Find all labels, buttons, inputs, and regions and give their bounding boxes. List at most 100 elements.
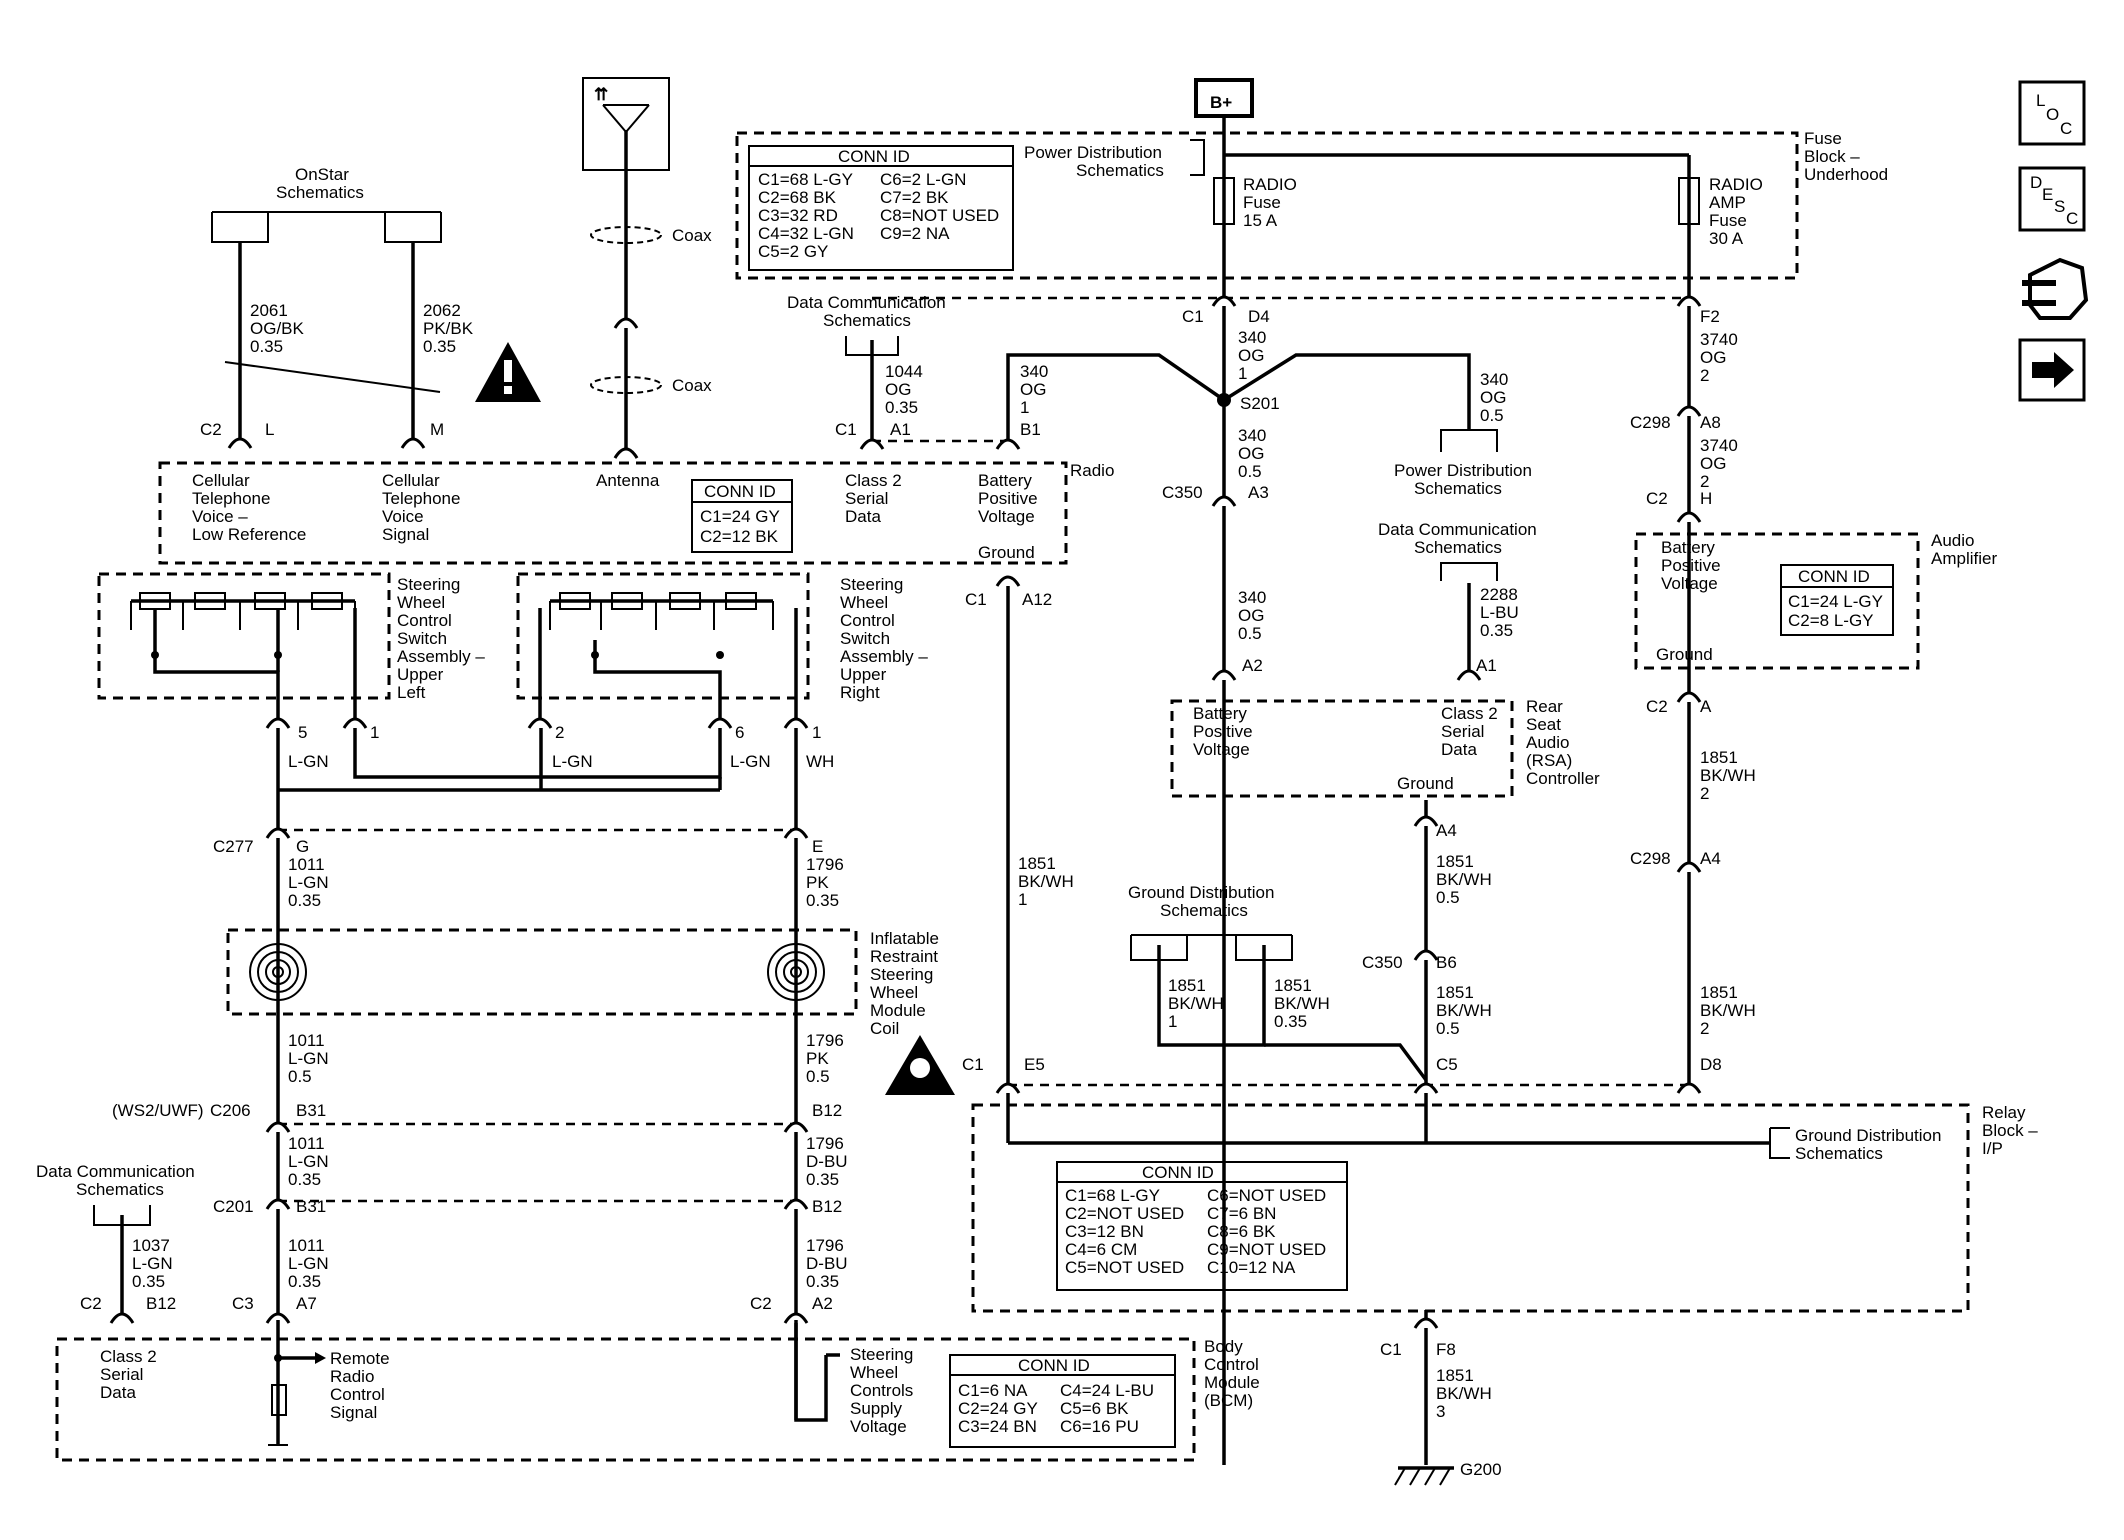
svg-text:C1: C1 xyxy=(1380,1340,1402,1359)
connector-pin-icon xyxy=(1676,691,1702,703)
connector-pin-icon xyxy=(1676,405,1702,417)
svg-text:0.35: 0.35 xyxy=(1480,621,1513,640)
svg-text:L-GN: L-GN xyxy=(730,752,771,771)
svg-text:0.5: 0.5 xyxy=(1436,888,1460,907)
svg-text:1796: 1796 xyxy=(806,1031,844,1050)
svg-text:A1: A1 xyxy=(890,420,911,439)
svg-text:WH: WH xyxy=(806,752,834,771)
svg-text:340: 340 xyxy=(1238,328,1266,347)
svg-text:Control: Control xyxy=(1204,1355,1259,1374)
svg-text:OG: OG xyxy=(885,380,911,399)
svg-text:O: O xyxy=(2046,105,2059,124)
next-arrow-icon[interactable] xyxy=(2018,338,2086,402)
svg-text:Cellular: Cellular xyxy=(382,471,440,490)
svg-text:B31: B31 xyxy=(296,1197,326,1216)
svg-text:C9=2 NA: C9=2 NA xyxy=(880,224,950,243)
svg-text:Ground Distribution: Ground Distribution xyxy=(1795,1126,1941,1145)
svg-text:1011: 1011 xyxy=(288,855,325,874)
svg-text:D-BU: D-BU xyxy=(806,1254,848,1273)
svg-text:D-BU: D-BU xyxy=(806,1152,848,1171)
svg-text:C4=24 L-BU: C4=24 L-BU xyxy=(1060,1381,1154,1400)
svg-text:15 A: 15 A xyxy=(1243,211,1278,230)
svg-text:1796: 1796 xyxy=(806,855,844,874)
svg-text:Module: Module xyxy=(870,1001,926,1020)
svg-text:A7: A7 xyxy=(296,1294,317,1313)
svg-text:C2: C2 xyxy=(200,420,222,439)
svg-text:0.35: 0.35 xyxy=(288,1170,321,1189)
relay-block-box xyxy=(971,1103,1970,1313)
svg-text:Steering: Steering xyxy=(870,965,933,984)
svg-text:3: 3 xyxy=(1436,1402,1445,1421)
svg-text:RADIO: RADIO xyxy=(1709,175,1763,194)
svg-text:C277: C277 xyxy=(213,837,254,856)
svg-text:Battery: Battery xyxy=(1193,704,1247,723)
svg-text:BK/WH: BK/WH xyxy=(1700,1001,1756,1020)
svg-text:CONN ID: CONN ID xyxy=(1018,1356,1090,1375)
connector-pin-icon xyxy=(613,447,639,459)
svg-text:G: G xyxy=(296,837,309,856)
connector-pin-icon xyxy=(1413,815,1439,827)
connector-pin-icon xyxy=(265,1121,291,1133)
svg-text:2061: 2061 xyxy=(250,301,288,320)
svg-text:Battery: Battery xyxy=(1661,538,1715,557)
svg-text:Steering: Steering xyxy=(850,1345,913,1364)
svg-text:Data Communication: Data Communication xyxy=(1378,520,1537,539)
connector-pin-icon xyxy=(1211,495,1237,507)
svg-text:CONN ID: CONN ID xyxy=(704,482,776,501)
svg-text:Control: Control xyxy=(330,1385,385,1404)
svg-text:L: L xyxy=(265,420,274,439)
svg-text:0.5: 0.5 xyxy=(1480,406,1504,425)
svg-text:Underhood: Underhood xyxy=(1804,165,1888,184)
svg-text:Class 2: Class 2 xyxy=(1441,704,1498,723)
svg-text:PK/BK: PK/BK xyxy=(423,319,474,338)
svg-text:C5: C5 xyxy=(1436,1055,1458,1074)
svg-text:0.5: 0.5 xyxy=(1238,462,1262,481)
svg-text:CONN ID: CONN ID xyxy=(838,147,910,166)
svg-text:Class 2: Class 2 xyxy=(100,1347,157,1366)
loc-icon[interactable]: L O C xyxy=(2018,80,2086,146)
battery-positive-box xyxy=(1194,78,1254,118)
svg-text:1037: 1037 xyxy=(132,1236,170,1255)
connector-pin-icon xyxy=(227,437,253,449)
ground-g200-icon xyxy=(1394,1466,1454,1486)
svg-text:340: 340 xyxy=(1480,370,1508,389)
svg-text:PK: PK xyxy=(806,1049,829,1068)
svg-text:Voltage: Voltage xyxy=(978,507,1035,526)
svg-text:0.35: 0.35 xyxy=(132,1272,165,1291)
s201-splice xyxy=(1217,393,1231,407)
svg-text:0.5: 0.5 xyxy=(288,1067,312,1086)
svg-text:C1: C1 xyxy=(835,420,857,439)
svg-text:CONN ID: CONN ID xyxy=(1798,567,1870,586)
connector-icon[interactable] xyxy=(2022,257,2089,320)
svg-text:Data Communication: Data Communication xyxy=(787,293,946,312)
svg-text:C6=NOT USED: C6=NOT USED xyxy=(1207,1186,1326,1205)
svg-text:Steering: Steering xyxy=(840,575,903,594)
connector-pin-icon xyxy=(265,1312,291,1324)
svg-text:Data Communication: Data Communication xyxy=(36,1162,195,1181)
svg-text:340: 340 xyxy=(1238,426,1266,445)
svg-text:L: L xyxy=(2036,91,2045,110)
svg-text:1851: 1851 xyxy=(1700,748,1738,767)
desc-icon[interactable]: D E S C xyxy=(2018,166,2086,232)
svg-text:BK/WH: BK/WH xyxy=(1018,872,1074,891)
svg-text:OnStar: OnStar xyxy=(295,165,349,184)
svg-text:0.35: 0.35 xyxy=(885,398,918,417)
svg-text:Ground Distribution: Ground Distribution xyxy=(1128,883,1274,902)
svg-text:C2=12 BK: C2=12 BK xyxy=(700,527,779,546)
svg-text:1: 1 xyxy=(1020,398,1029,417)
connector-pin-icon xyxy=(783,717,809,729)
svg-text:A: A xyxy=(1700,697,1712,716)
svg-text:L-GN: L-GN xyxy=(288,752,329,771)
svg-text:Data: Data xyxy=(100,1383,136,1402)
svg-text:Steering: Steering xyxy=(397,575,460,594)
svg-text:1851: 1851 xyxy=(1168,976,1206,995)
svg-text:OG: OG xyxy=(1700,454,1726,473)
svg-text:3740: 3740 xyxy=(1700,330,1738,349)
svg-text:BK/WH: BK/WH xyxy=(1700,766,1756,785)
